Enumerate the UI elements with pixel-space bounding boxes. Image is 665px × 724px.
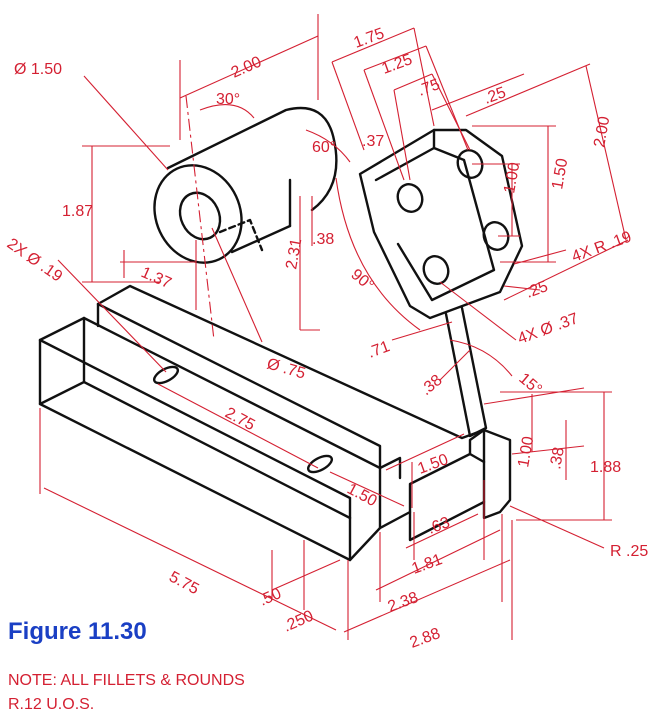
dim-071: .71 — [366, 338, 393, 362]
dim-175: 1.75 — [352, 25, 387, 52]
base-hole-2 — [306, 454, 334, 474]
dimension-lines — [39, 14, 629, 640]
slot-step — [378, 452, 486, 530]
plate-hole-3 — [422, 255, 450, 285]
dim-137: 1.37 — [138, 264, 173, 292]
dim-038-left: .38 — [312, 231, 334, 248]
dim-dia-150: Ø 1.50 — [14, 61, 62, 78]
plate-hole-2 — [456, 149, 484, 179]
boss-cylinder-face — [153, 164, 243, 264]
dim-050: .50 — [257, 585, 284, 610]
base-rail-top — [82, 316, 382, 562]
figure-caption: Figure 11.30 — [8, 618, 147, 645]
base-end-face — [38, 316, 86, 406]
angle-plate-outline — [358, 128, 524, 320]
dim-188: 1.88 — [590, 459, 621, 476]
dim-100: 1.00 — [501, 161, 523, 195]
slot-inner — [378, 456, 402, 480]
dim-150-right: 1.50 — [549, 157, 571, 191]
dim-r025: R .25 — [610, 543, 648, 560]
boss-cylinder-body — [166, 106, 338, 212]
dim-038-lower: .38 — [547, 446, 568, 471]
dim-187: 1.87 — [62, 203, 93, 220]
dim-025-top: .25 — [482, 84, 509, 108]
base-front-face — [38, 338, 352, 562]
plate-hole-1 — [396, 183, 424, 213]
dim-2x-dia-019: 2X Ø .19 — [4, 235, 66, 285]
dim-037: .37 — [362, 133, 384, 150]
dim-200-right: 2.00 — [591, 115, 613, 149]
dim-0250: .250 — [281, 607, 316, 635]
note-line-2: R.12 U.O.S. — [8, 696, 95, 713]
slot-back-wall — [96, 302, 382, 470]
base-hole-1 — [152, 365, 180, 385]
dim-4x-dia-037: 4X Ø .37 — [516, 310, 581, 348]
dim-275: 2.75 — [222, 405, 258, 435]
support-rib — [444, 306, 488, 438]
dim-063: .63 — [426, 514, 453, 538]
note-line-1: NOTE: ALL FILLETS & ROUNDS — [8, 672, 245, 689]
dim-dia-075: Ø .75 — [265, 356, 307, 383]
base-right-block — [408, 428, 512, 542]
dim-60deg: 60° — [312, 139, 336, 156]
dim-288: 2.88 — [408, 625, 443, 652]
dim-30deg: 30° — [216, 91, 240, 108]
dim-038-mid: .38 — [418, 372, 446, 399]
dim-231: 2.31 — [283, 237, 305, 271]
part-outline — [38, 106, 524, 562]
dim-125: 1.25 — [380, 51, 415, 78]
dim-575: 5.75 — [166, 569, 202, 599]
dim-90deg: 90° — [347, 266, 376, 295]
dim-100-lower: 1.00 — [515, 435, 537, 469]
dim-181: 1.81 — [410, 551, 445, 578]
dim-025-mid: .25 — [524, 278, 551, 302]
plate-hole-4 — [482, 221, 510, 251]
angle-plate-face — [374, 146, 496, 302]
boss-bore — [178, 191, 222, 241]
boss-hidden-bore — [218, 218, 264, 252]
dim-15deg: 15° — [515, 370, 544, 399]
dim-200-top: 2.00 — [229, 53, 264, 81]
boss-cylinder-lower — [230, 224, 292, 254]
dim-238: 2.38 — [386, 589, 421, 616]
base-rail-edge — [82, 380, 352, 520]
dim-4x-r019: 4X R .19 — [570, 228, 634, 265]
dim-075: .75 — [416, 76, 443, 100]
